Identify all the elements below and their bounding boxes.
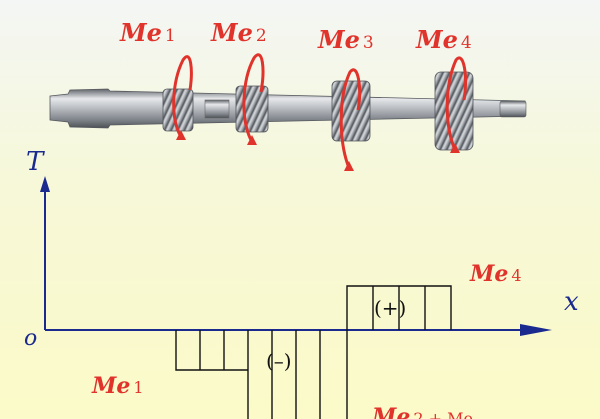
shaft-collar (204, 99, 230, 119)
axis-arrow-icon (40, 176, 50, 192)
rotation-arrows (172, 53, 468, 171)
torque-segments (175, 285, 452, 419)
positive-sign: (+) (374, 296, 406, 320)
negative-sign: (–) (266, 349, 292, 373)
segment-positive (346, 285, 452, 330)
rotation-arrow-icon (242, 53, 265, 145)
t-axis (40, 176, 50, 330)
segment-negative-1 (175, 330, 248, 371)
shaft-end (499, 100, 527, 118)
x-axis-label: x (564, 287, 579, 317)
origin-label: o (24, 326, 37, 351)
gear-4 (434, 71, 474, 151)
segment-negative-2 (247, 330, 348, 419)
rotation-arrow-icon (172, 55, 193, 140)
shaft-illustration (49, 71, 527, 151)
gear-1 (162, 88, 194, 132)
t-axis-label: T (26, 147, 45, 177)
gear-3 (331, 80, 371, 142)
rotation-arrow-icon (339, 68, 362, 171)
x-axis (45, 324, 552, 336)
gear-2 (235, 85, 269, 133)
rotation-arrow-icon (445, 56, 468, 153)
axis-arrow-icon (520, 324, 552, 336)
